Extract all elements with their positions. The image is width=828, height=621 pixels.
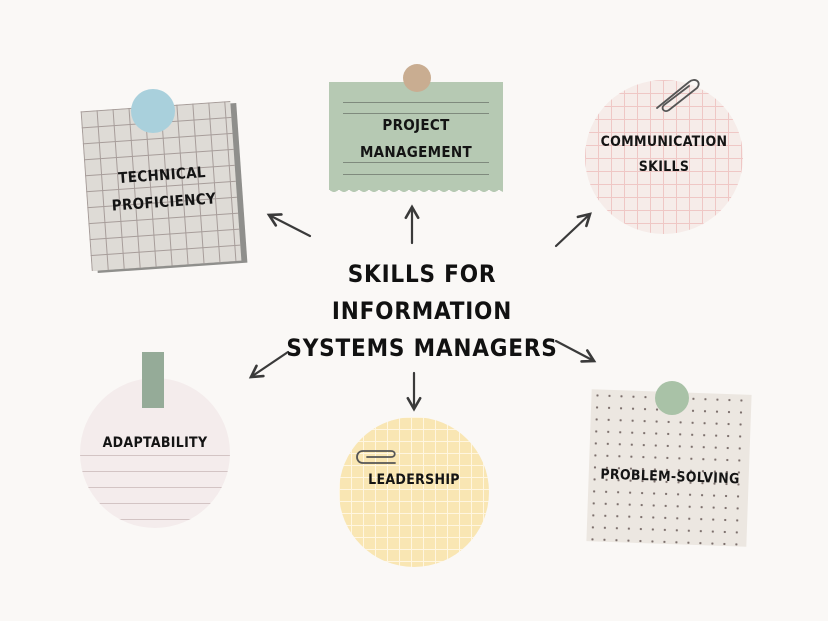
project-management-label: PROJECT MANAGEMENT <box>329 112 503 166</box>
title-line-3: SYSTEMS MANAGERS <box>286 334 558 362</box>
paperclip-icon <box>356 450 396 464</box>
problem-solving-note: PROBLEM-SOLVING <box>585 380 755 550</box>
arrow-to-technical <box>266 213 312 238</box>
ruled-line <box>343 162 489 163</box>
label-line: COMMUNICATION <box>600 134 728 150</box>
leadership-label: LEADERSHIP <box>339 468 489 493</box>
ruled-line <box>343 113 489 114</box>
adaptability-label: ADAPTABILITY <box>80 431 230 456</box>
label-line: MANAGEMENT <box>359 143 473 161</box>
label-line: ADAPTABILITY <box>102 435 208 451</box>
ruled-line <box>80 519 230 520</box>
pushpin-icon <box>131 89 175 133</box>
label-line: TECHNICAL <box>117 163 207 188</box>
torn-paper <box>329 82 503 195</box>
ruled-line <box>80 471 230 472</box>
arrow-to-communication <box>554 212 592 248</box>
label-line: PROFICIENCY <box>111 189 217 215</box>
round-grid-paper <box>339 417 489 567</box>
pushpin-icon <box>655 381 689 415</box>
arrow-to-adaptability <box>248 350 290 379</box>
ruled-line <box>343 174 489 175</box>
technical-proficiency-note: TECHNICAL PROFICIENCY <box>78 89 248 274</box>
ruled-line <box>80 455 230 456</box>
project-management-note: PROJECT MANAGEMENT <box>329 64 503 195</box>
ruled-line <box>80 503 230 504</box>
label-line: PROJECT <box>382 116 450 134</box>
tape-strip <box>142 352 164 408</box>
communication-skills-label: COMMUNICATION SKILLS <box>585 130 743 180</box>
center-title: SKILLS FOR INFORMATION SYSTEMS MANAGERS <box>272 256 572 367</box>
communication-skills-note: COMMUNICATION SKILLS <box>585 79 743 234</box>
ruled-line <box>343 102 489 103</box>
title-line-1: SKILLS FOR <box>347 260 497 288</box>
pushpin-icon <box>403 64 431 92</box>
label-line: SKILLS <box>638 159 690 176</box>
leadership-note: LEADERSHIP <box>339 417 489 567</box>
title-line-2: INFORMATION <box>331 297 513 325</box>
adaptability-note: ADAPTABILITY <box>80 352 230 528</box>
label-line: PROBLEM-SOLVING <box>600 466 740 488</box>
label-line: LEADERSHIP <box>368 472 460 488</box>
ruled-line <box>80 487 230 488</box>
paperclip-icon <box>656 79 700 112</box>
arrow-to-problem <box>554 339 597 363</box>
